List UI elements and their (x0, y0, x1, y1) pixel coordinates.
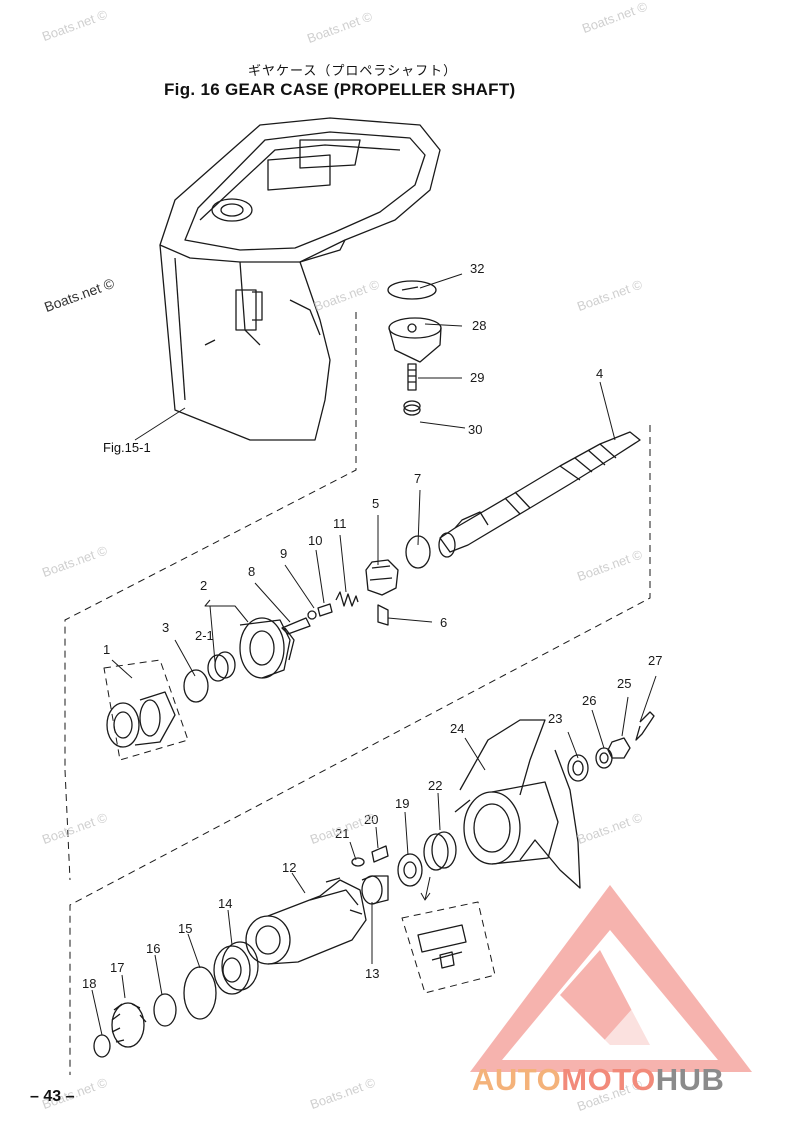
callout-6: 6 (440, 615, 447, 630)
callout-1: 1 (103, 642, 110, 657)
callout-32: 32 (470, 261, 484, 276)
bearing-housing-12 (245, 877, 367, 965)
callout-25: 25 (617, 676, 631, 691)
page-title: Fig. 16 GEAR CASE (PROPELLER SHAFT) (164, 80, 516, 99)
japanese-title: ギヤケース（プロペラシャフト） (248, 64, 458, 79)
leader-lines (91, 273, 657, 1036)
washer-26 (595, 747, 613, 769)
callout-5: 5 (372, 496, 379, 511)
o-ring-15 (183, 966, 217, 1020)
callout-23: 23 (548, 711, 562, 726)
reverse-gear-17 (111, 1002, 147, 1048)
clutch-5 (365, 559, 399, 596)
forward-gear-2 (239, 617, 295, 679)
cotter-pin-27 (635, 711, 655, 741)
pin-6 (377, 604, 389, 626)
washer-21 (351, 857, 365, 867)
callout-11: 11 (333, 516, 347, 531)
cover-plate-32 (387, 280, 437, 300)
callout-labels: 32 28 29 30 4 7 5 11 10 9 8 2 2-1 3 1 6 … (82, 261, 662, 991)
bearing-2-1 (207, 651, 236, 682)
shim-16 (153, 993, 177, 1027)
callout-15: 15 (178, 921, 192, 936)
automotohub-logo: AUTOMOTOHUB (472, 1062, 724, 1098)
callout-27: 27 (648, 653, 662, 668)
shim-3 (183, 669, 209, 703)
snap-ring-7 (405, 535, 431, 569)
logo-part-auto: AUTO (472, 1062, 562, 1097)
callout-20: 20 (364, 812, 378, 827)
washer-30 (403, 400, 421, 416)
callout-26: 26 (582, 693, 596, 708)
callout-22: 22 (428, 778, 442, 793)
callout-29: 29 (470, 370, 484, 385)
callout-16: 16 (146, 941, 160, 956)
callout-21: 21 (335, 826, 349, 841)
callout-14: 14 (218, 896, 232, 911)
page-number: – 43 – (30, 1088, 75, 1105)
callout-28: 28 (472, 318, 486, 333)
callout-13: 13 (365, 966, 379, 981)
callout-24: 24 (450, 721, 464, 736)
ball-9 (307, 610, 317, 620)
callout-17: 17 (110, 960, 124, 975)
propeller-24 (454, 719, 581, 889)
callout-18: 18 (82, 976, 96, 991)
bolt-29 (407, 363, 417, 391)
ball-bearing-14 (213, 941, 259, 995)
logo-part-moto: MOTO (561, 1062, 656, 1097)
bolt-20 (371, 845, 389, 863)
callout-2-1: 2-1 (195, 628, 214, 643)
callout-3: 3 (162, 620, 169, 635)
callout-8: 8 (248, 564, 255, 579)
nut-25 (607, 737, 631, 759)
ball-10 (317, 603, 333, 617)
logo-part-hub: HUB (655, 1062, 725, 1097)
needle-bearing-13 (361, 875, 389, 905)
figure-reference-label: Fig.15-1 (103, 440, 151, 455)
washer-23 (567, 754, 589, 782)
callout-7: 7 (414, 471, 421, 486)
gear-case-housing (159, 117, 441, 441)
anode-28 (388, 317, 442, 363)
callout-10: 10 (308, 533, 322, 548)
callout-2: 2 (200, 578, 207, 593)
propeller-shaft-4 (438, 431, 641, 558)
detail-inset (417, 924, 467, 969)
callout-9: 9 (280, 546, 287, 561)
callout-19: 19 (395, 796, 409, 811)
oil-seal-19 (397, 853, 423, 887)
shim-18 (93, 1034, 111, 1058)
tapered-bearing-1 (106, 691, 176, 748)
spring-11 (335, 591, 359, 607)
callout-30: 30 (468, 422, 482, 437)
callout-12: 12 (282, 860, 296, 875)
callout-4: 4 (596, 366, 603, 381)
logo-triangle-icon (470, 885, 752, 1072)
spacer-22 (423, 831, 457, 871)
